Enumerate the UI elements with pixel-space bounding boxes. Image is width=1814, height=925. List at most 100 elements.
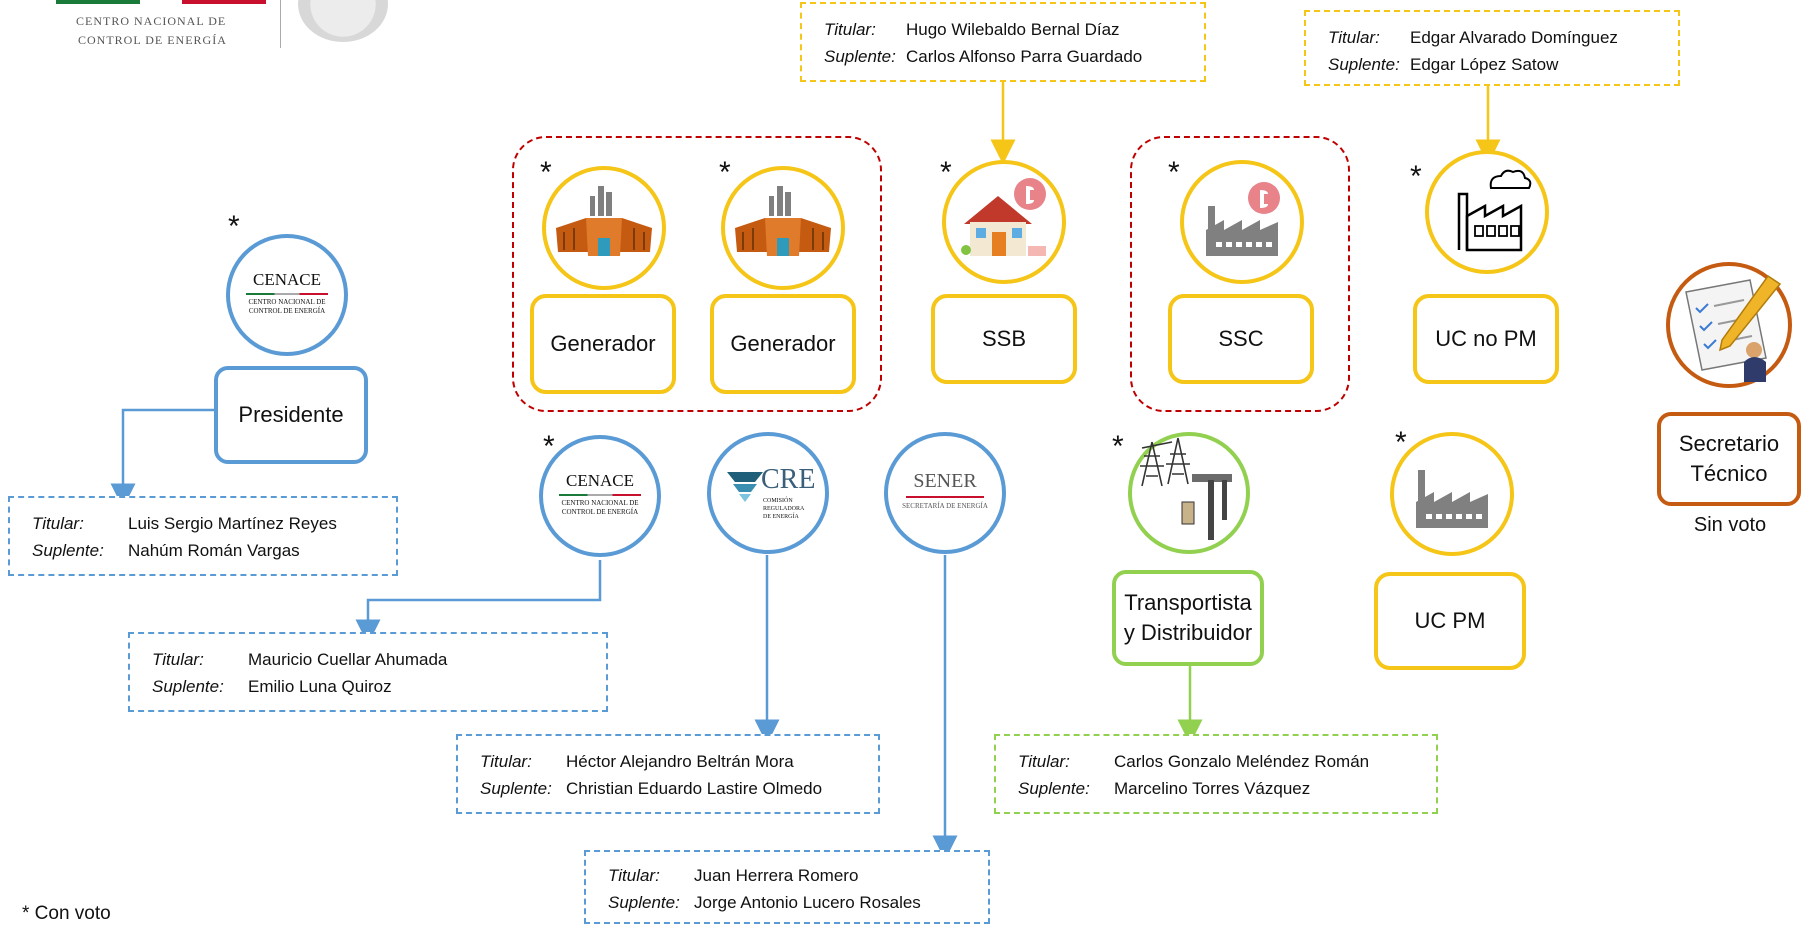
suplente-role: Suplente:	[1018, 779, 1090, 798]
uc-no-pm-titular: Edgar Alvarado Domínguez	[1410, 28, 1618, 47]
president-logo: CENACE CENTRO NACIONAL DE CONTROL DE ENE…	[226, 234, 348, 356]
generator-1-label: Generador	[530, 294, 676, 394]
vote-star-generator-1: *	[540, 156, 552, 189]
vote-star-ssc: *	[1168, 156, 1180, 189]
vote-star-uc-pm: *	[1395, 426, 1407, 459]
cre-logo-sub1: COMISIÓN	[763, 498, 793, 504]
cenace-logo: CENACE CENTRO NACIONAL DE CONTROL DE ENE…	[539, 435, 661, 557]
generator-1-icon-circle	[542, 166, 666, 290]
president-titular: Luis Sergio Martínez Reyes	[128, 514, 337, 533]
sener-members: Titular:Juan Herrera Romero Suplente:Jor…	[584, 850, 990, 924]
ssc-icon-circle	[1180, 160, 1304, 284]
factory-icon	[1206, 182, 1280, 256]
cenace-members: Titular: Mauricio Cuellar Ahumada Suplent…	[128, 632, 608, 712]
ssb-label: SSB	[931, 294, 1077, 384]
vote-star-cenace: *	[543, 430, 555, 463]
titular-role: Titular:	[1018, 752, 1070, 771]
factory-smoke-icon	[1457, 169, 1532, 252]
president-suplente: Nahúm Román Vargas	[128, 541, 300, 560]
vote-star-uc-no-pm: *	[1410, 160, 1422, 193]
house-icon	[961, 178, 1046, 256]
suplente-role: Suplente:	[32, 541, 104, 560]
ssb-members: Titular: Hugo Wilebaldo Bernal Díaz Suple…	[800, 2, 1206, 82]
uc-no-pm-icon-circle	[1425, 150, 1549, 274]
document-writing-icon	[1685, 274, 1782, 382]
cre-emblem-icon	[727, 472, 763, 502]
sener-logo-name: SENER	[913, 470, 977, 492]
titular-role: Titular:	[32, 514, 84, 533]
ssc-group	[1130, 136, 1350, 412]
factory-icon	[1416, 470, 1488, 528]
transmission-titular: Carlos Gonzalo Meléndez Román	[1114, 752, 1370, 771]
sener-suplente: Jorge Antonio Lucero Rosales	[694, 893, 921, 912]
cre-logo: CRE COMISIÓN REGULADORA DE ENERGÍA	[707, 432, 829, 554]
power-plant-icon	[556, 186, 652, 256]
header-stripe	[56, 0, 266, 4]
transmission-label-line2: y Distribuidor	[1123, 620, 1253, 645]
transmission-tower-icon	[1140, 437, 1232, 540]
seal-icon	[298, 0, 388, 42]
president-label: Presidente	[214, 366, 368, 464]
ssb-titular: Hugo Wilebaldo Bernal Díaz	[906, 20, 1120, 39]
titular-role: Titular:	[480, 752, 532, 771]
cenace-connector	[355, 560, 602, 645]
power-plant-icon	[735, 186, 831, 256]
cre-members: Titular: Héctor Alejandro Beltrán Mora Su…	[456, 734, 880, 814]
sener-logo-sub: SECRETARÍA DE ENERGÍA	[902, 502, 988, 510]
ssc-label: SSC	[1168, 294, 1314, 384]
suplente-role: Suplente:	[152, 677, 224, 696]
cre-logo-name: CRE	[761, 464, 816, 495]
cre-titular: Héctor Alejandro Beltrán Mora	[566, 752, 794, 771]
ssb-icon-circle	[942, 160, 1066, 284]
transmission-members: Titular: Carlos Gonzalo Meléndez Román Su…	[994, 734, 1438, 814]
header-org-line2: CONTROL DE ENERGÍA	[78, 33, 227, 47]
cenace-logo-name: CENACE	[253, 270, 321, 289]
generator-2-label: Generador	[710, 294, 856, 394]
transmission-icon-circle	[1128, 432, 1250, 554]
suplente-role: Suplente:	[608, 893, 680, 912]
secretary-icon-circle	[1666, 262, 1792, 388]
cre-suplente: Christian Eduardo Lastire Olmedo	[566, 779, 823, 798]
secretary-label: Secretario Técnico	[1657, 412, 1801, 506]
transmission-suplente: Marcelino Torres Vázquez	[1114, 779, 1311, 798]
cenace-logo-sub2: CONTROL DE ENERGÍA	[248, 307, 326, 315]
cre-logo-sub2: REGULADORA	[763, 506, 805, 512]
titular-role: Titular:	[1328, 28, 1380, 47]
uc-pm-icon-circle	[1390, 432, 1514, 556]
cenace-logo-sub2: CONTROL DE ENERGÍA	[561, 508, 639, 516]
suplente-role: Suplente:	[824, 47, 896, 66]
uc-no-pm-members: Titular: Edgar Alvarado Domínguez Suplent…	[1304, 10, 1680, 86]
secretary-label-line2: Técnico	[1690, 461, 1768, 486]
transmission-label: Transportista y Distribuidor	[1112, 570, 1264, 666]
cenace-suplente: Emilio Luna Quiroz	[248, 677, 392, 696]
titular-role: Titular:	[824, 20, 876, 39]
president-connector	[110, 408, 218, 509]
vote-star-president: *	[228, 210, 240, 243]
generator-2-icon-circle	[721, 166, 845, 290]
cenace-logo-sub1: CENTRO NACIONAL DE	[561, 499, 639, 507]
uc-pm-label: UC PM	[1374, 572, 1526, 670]
sener-logo: SENER SECRETARÍA DE ENERGÍA	[884, 432, 1006, 554]
header-divider	[280, 0, 281, 48]
secretary-no-vote-note: Sin voto	[1693, 514, 1767, 536]
generator-group	[512, 136, 882, 412]
cenace-logo-sub1: CENTRO NACIONAL DE	[248, 298, 326, 306]
logo-rule	[246, 293, 328, 295]
suplente-role: Suplente:	[1328, 55, 1400, 74]
suplente-role: Suplente:	[480, 779, 552, 798]
titular-role: Titular:	[152, 650, 204, 669]
header-org-line1: CENTRO NACIONAL DE	[76, 14, 227, 28]
header-logo: CENTRO NACIONAL DE CONTROL DE ENERGÍA	[40, 0, 420, 56]
titular-role: Titular:	[608, 866, 660, 885]
vote-star-transmission: *	[1112, 430, 1124, 463]
secretary-label-line1: Secretario	[1678, 431, 1780, 456]
logo-rule	[906, 496, 984, 498]
cenace-titular: Mauricio Cuellar Ahumada	[248, 650, 448, 669]
cre-logo-sub3: DE ENERGÍA	[763, 514, 799, 520]
ssb-suplente: Carlos Alfonso Parra Guardado	[906, 47, 1143, 66]
uc-no-pm-label: UC no PM	[1413, 294, 1559, 384]
transmission-label-line1: Transportista	[1124, 590, 1252, 615]
cenace-logo-name: CENACE	[566, 471, 634, 490]
uc-no-pm-suplente: Edgar López Satow	[1410, 55, 1559, 74]
